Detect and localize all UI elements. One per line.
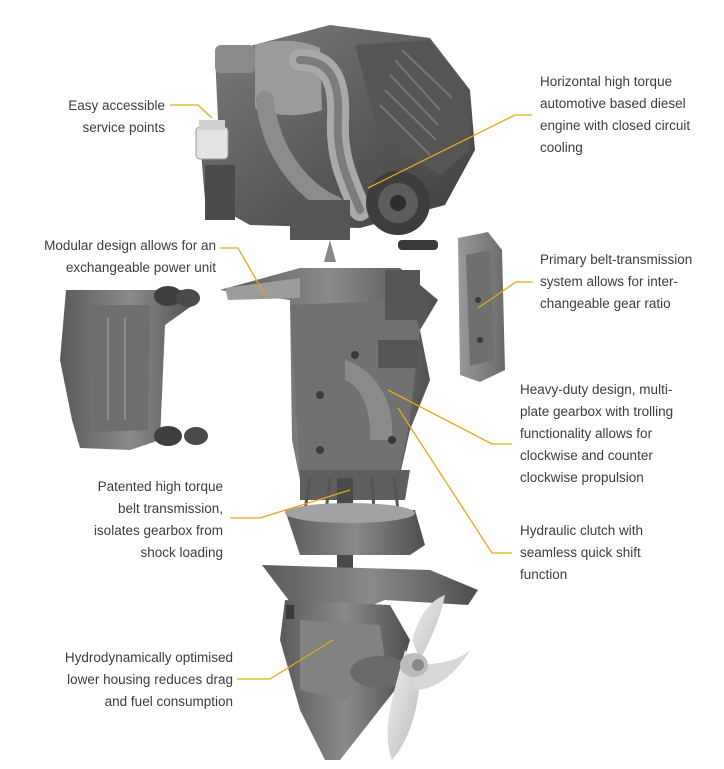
drive-shaft-section bbox=[285, 470, 425, 578]
callout-modular-design: Modular design allows for an exchangeabl… bbox=[44, 238, 216, 275]
mounting-bracket bbox=[60, 286, 208, 450]
leader-gearbox bbox=[387, 389, 512, 445]
leader-hydraulic-clutch bbox=[397, 407, 512, 554]
lower-housing bbox=[262, 565, 478, 760]
callout-lower-housing: Hydrodynamically optimised lower housing… bbox=[64, 650, 233, 709]
callout-patented-belt: Patented high torque belt transmission, … bbox=[93, 479, 223, 560]
diesel-engine-block bbox=[195, 25, 475, 262]
leader-patented-belt bbox=[230, 489, 351, 519]
leader-lines bbox=[170, 104, 533, 680]
callout-service-points: Easy accessible service points bbox=[68, 98, 165, 135]
leader-lower-housing bbox=[237, 639, 334, 680]
callout-diesel-engine: Horizontal high torque automotive based … bbox=[540, 74, 691, 155]
belt-cover bbox=[458, 232, 505, 382]
callout-hydraulic-clutch: Hydraulic clutch with seamless quick shi… bbox=[520, 523, 644, 582]
leader-service-points bbox=[170, 104, 213, 119]
propeller bbox=[387, 595, 470, 760]
callout-belt-transmission-system: Primary belt-transmission system allows … bbox=[540, 252, 693, 311]
leader-modular-design bbox=[220, 247, 266, 296]
leader-belt-transmission bbox=[477, 281, 533, 309]
gearbox-housing bbox=[220, 268, 438, 480]
leader-diesel-engine bbox=[367, 114, 532, 189]
callout-gearbox: Heavy-duty design, multi- plate gearbox … bbox=[520, 382, 674, 485]
